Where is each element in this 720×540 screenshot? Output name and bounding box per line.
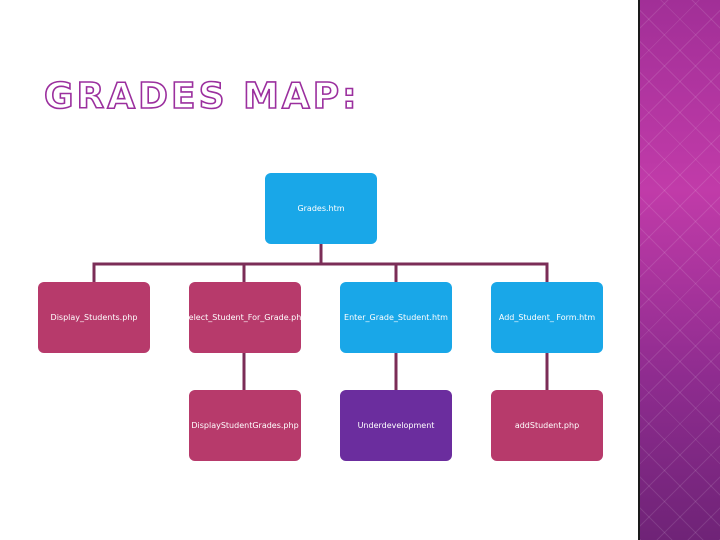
node-select-student-for-grade[interactable]: Select_Student_For_Grade.php [184, 282, 306, 353]
slide-title: GRADES MAP: [43, 75, 360, 118]
node-label: Grades.htm [297, 203, 345, 213]
node-grades-htm[interactable]: Grades.htm [265, 173, 377, 244]
side-panel-border [638, 0, 641, 540]
node-label: DisplayStudentGrades.php [191, 420, 299, 430]
node-label: Add_Student_ Form.htm [498, 312, 596, 322]
node-underdevelopment[interactable]: Underdevelopment [340, 390, 452, 461]
decorative-side-panel [640, 0, 720, 540]
node-label: Underdevelopment [357, 420, 435, 430]
node-display-students[interactable]: Display_Students.php [38, 282, 150, 353]
node-label: Enter_Grade_Student.htm [344, 312, 448, 322]
node-add-student-form[interactable]: Add_Student_ Form.htm [491, 282, 603, 353]
node-label: Select_Student_For_Grade.php [183, 312, 307, 322]
node-label: addStudent.php [514, 420, 580, 430]
connector-lines [92, 242, 549, 392]
node-add-student-php[interactable]: addStudent.php [491, 390, 603, 461]
node-label: Display_Students.php [50, 312, 138, 322]
node-display-student-grades[interactable]: DisplayStudentGrades.php [189, 390, 301, 461]
node-enter-grade-student[interactable]: Enter_Grade_Student.htm [340, 282, 452, 353]
